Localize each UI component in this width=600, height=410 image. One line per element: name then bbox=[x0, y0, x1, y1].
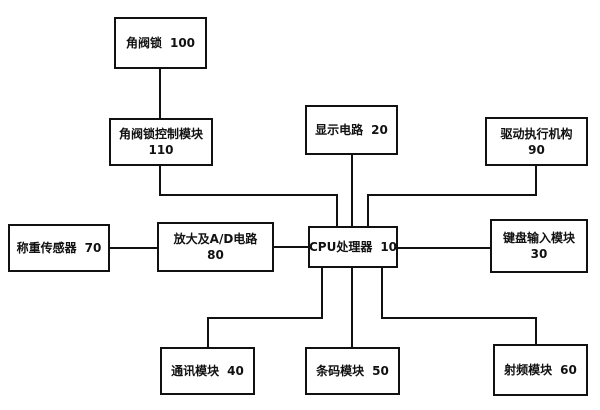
block-display-circuit: 显示电路 20 bbox=[305, 105, 398, 155]
block-label: 显示电路 bbox=[315, 123, 364, 137]
block-angle-valve-lock: 角阀锁 100 bbox=[114, 17, 207, 69]
block-label: 驱动执行机构 bbox=[500, 126, 573, 141]
block-number: 60 bbox=[560, 363, 577, 377]
block-weighing-sensor: 称重传感器 70 bbox=[8, 224, 110, 272]
block-number: 30 bbox=[530, 247, 548, 261]
block-amplifier-ad: 放大及A/D电路 80 bbox=[157, 222, 274, 272]
block-angle-valve-control: 角阀锁控制模块 110 bbox=[109, 118, 213, 166]
block-label: 键盘输入模块 bbox=[502, 231, 575, 245]
block-label: 称重传感器 bbox=[16, 241, 77, 255]
block-number: 40 bbox=[227, 364, 244, 378]
block-number: 90 bbox=[528, 142, 545, 157]
block-label: 条码模块 bbox=[316, 364, 365, 378]
line-control-to-cpu bbox=[159, 166, 338, 226]
line-cpu-to-rf bbox=[381, 268, 537, 344]
line-drive-to-cpu bbox=[367, 166, 537, 226]
block-label: 角阀锁控制模块 bbox=[118, 127, 203, 141]
block-number: 10 bbox=[380, 240, 398, 254]
block-number: 110 bbox=[148, 143, 174, 157]
block-number: 70 bbox=[84, 241, 102, 255]
block-communication: 通讯模块 40 bbox=[160, 347, 255, 395]
block-number: 50 bbox=[372, 364, 389, 378]
block-rf: 射频模块 60 bbox=[493, 344, 588, 396]
block-number: 80 bbox=[207, 248, 224, 262]
block-label: 放大及A/D电路 bbox=[173, 232, 258, 246]
block-drive-actuator: 驱动执行机构 90 bbox=[485, 117, 588, 166]
block-number: 20 bbox=[371, 123, 388, 137]
block-label: CPU处理器 bbox=[308, 240, 373, 254]
block-label: 角阀锁 bbox=[125, 36, 162, 50]
block-barcode: 条码模块 50 bbox=[305, 347, 400, 395]
block-keyboard-input: 键盘输入模块 30 bbox=[490, 219, 588, 273]
block-label: 射频模块 bbox=[504, 363, 553, 377]
block-cpu: CPU处理器 10 bbox=[308, 226, 398, 268]
block-number: 100 bbox=[169, 36, 196, 50]
line-cpu-to-comm bbox=[207, 268, 323, 347]
block-label: 通讯模块 bbox=[171, 364, 220, 378]
